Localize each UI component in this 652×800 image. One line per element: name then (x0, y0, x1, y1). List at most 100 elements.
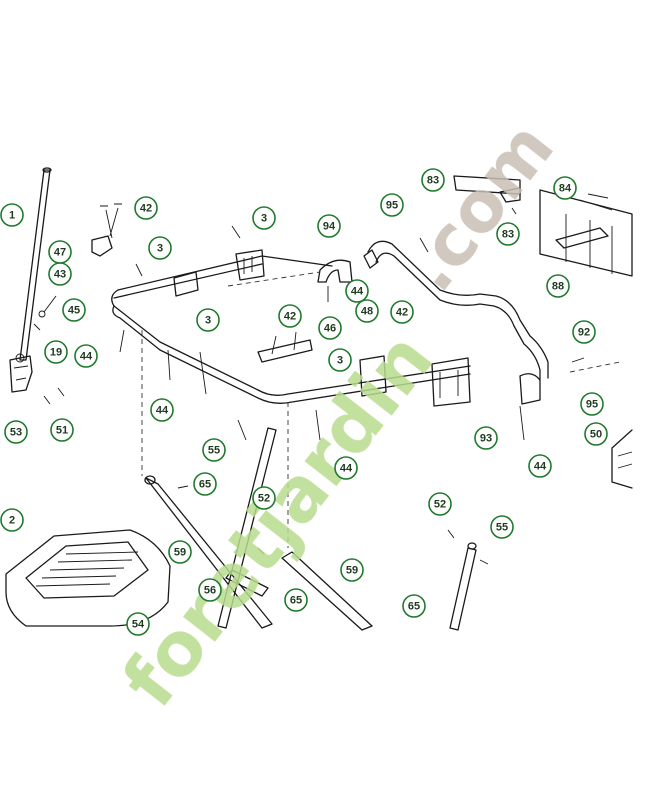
callout-circle (318, 316, 342, 340)
callout-circle (355, 299, 379, 323)
callout-number: 44 (534, 461, 547, 473)
callout-48: 48 (355, 299, 379, 323)
callout-circle (74, 344, 98, 368)
callout-number: 44 (156, 405, 169, 417)
callout-number: 48 (361, 306, 373, 318)
callout-circle (0, 203, 24, 227)
callout-number: 55 (208, 445, 220, 457)
callout-45: 45 (62, 298, 86, 322)
callout-number: 19 (50, 347, 62, 359)
callout-number: 1 (9, 210, 15, 222)
callout-number: 3 (205, 315, 211, 327)
callout-95: 95 (380, 193, 404, 217)
callout-circle (193, 472, 217, 496)
callout-55: 55 (202, 438, 226, 462)
callout-83: 83 (421, 168, 445, 192)
callout-circle (328, 348, 352, 372)
callout-circle (44, 340, 68, 364)
callout-number: 65 (408, 601, 420, 613)
callout-number: 54 (132, 619, 145, 631)
fasteners (33, 207, 585, 565)
callout-circle (572, 320, 596, 344)
callout-94: 94 (317, 214, 341, 238)
callout-number: 55 (496, 522, 508, 534)
assembly-88 (453, 175, 633, 277)
callout-46: 46 (318, 316, 342, 340)
bracket-94 (317, 259, 353, 283)
callout-circle (168, 540, 192, 564)
callout-number: 44 (351, 286, 364, 298)
callout-42: 42 (278, 304, 302, 328)
callout-84: 84 (553, 176, 577, 200)
callout-circle (428, 492, 452, 516)
callout-number: 56 (204, 585, 216, 597)
parts-artwork (5, 167, 633, 631)
callout-44: 44 (334, 456, 358, 480)
callout-3: 3 (328, 348, 352, 372)
callout-circle (4, 420, 28, 444)
callout-circle (390, 300, 414, 324)
callout-number: 42 (140, 203, 152, 215)
callout-circle (252, 206, 276, 230)
callout-circle (345, 279, 369, 303)
callout-number: 42 (396, 307, 408, 319)
callout-55: 55 (490, 515, 514, 539)
callout-number: 59 (174, 547, 186, 559)
callout-42: 42 (134, 196, 158, 220)
callout-47: 47 (48, 240, 72, 264)
linkage-rods (144, 427, 477, 631)
callout-44: 44 (74, 344, 98, 368)
main-frame (111, 249, 471, 407)
callout-number: 95 (386, 200, 398, 212)
callout-51: 51 (50, 418, 74, 442)
callout-circle (196, 308, 220, 332)
callout-number: 65 (290, 595, 302, 607)
callout-circle (474, 426, 498, 450)
callout-54: 54 (126, 612, 150, 636)
callout-number: 83 (502, 229, 514, 241)
callout-circle (0, 508, 24, 532)
callout-1: 1 (0, 203, 24, 227)
callout-circle (284, 588, 308, 612)
callout-43: 43 (48, 262, 72, 286)
callout-92: 92 (572, 320, 596, 344)
callout-circle (252, 486, 276, 510)
callout-circle (50, 418, 74, 442)
callout-number: 45 (68, 305, 80, 317)
callout-circle (340, 558, 364, 582)
callout-3: 3 (252, 206, 276, 230)
callout-number: 52 (434, 499, 446, 511)
shaft-1 (9, 167, 52, 393)
callout-number: 44 (340, 463, 353, 475)
callout-circle (496, 222, 520, 246)
callout-circle (126, 612, 150, 636)
callout-53: 53 (4, 420, 28, 444)
bracket-47 (91, 203, 122, 257)
watermark-text-domain: .com (389, 107, 570, 307)
callout-circle (278, 304, 302, 328)
callout-circle (334, 456, 358, 480)
callout-95: 95 (580, 392, 604, 416)
callout-number: 44 (80, 351, 93, 363)
callout-number: 88 (552, 281, 564, 293)
callout-circle (402, 594, 426, 618)
callout-circle (580, 392, 604, 416)
callout-circle (62, 298, 86, 322)
callout-number: 53 (10, 427, 22, 439)
callout-number: 42 (284, 311, 296, 323)
callout-number: 92 (578, 327, 590, 339)
callout-number: 43 (54, 269, 66, 281)
callout-19: 19 (44, 340, 68, 364)
callout-number: 3 (261, 213, 267, 225)
foot-plate-2 (5, 529, 171, 627)
callout-circle (490, 515, 514, 539)
callout-44: 44 (528, 454, 552, 478)
panel-50 (611, 429, 633, 489)
callout-number: 52 (258, 493, 270, 505)
callout-circle (148, 236, 172, 260)
callout-65: 65 (402, 594, 426, 618)
callout-circle (202, 438, 226, 462)
callout-number: 50 (590, 429, 602, 441)
callout-50: 50 (584, 422, 608, 446)
